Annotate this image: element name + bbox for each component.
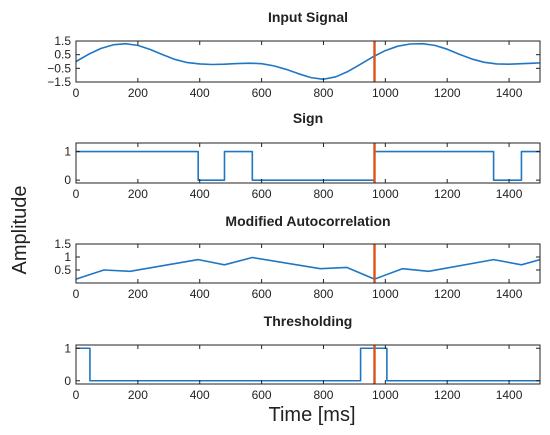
plot-frame xyxy=(75,243,541,284)
panel-1: Input Signal 0 200 400 600 800 1000 1200 1400 −1.… xyxy=(47,9,541,100)
x-tick-label: 200 xyxy=(128,287,148,301)
panel-4: Thresholding 0 200 400 600 800 1000 1200 1400 0 1 xyxy=(64,313,541,402)
series-line xyxy=(76,347,540,382)
x-tick-label: 1400 xyxy=(496,287,523,301)
x-tick-label: 400 xyxy=(190,187,210,201)
series-line xyxy=(75,42,541,81)
panel-title: Input Signal xyxy=(268,9,348,25)
panel-title: Thresholding xyxy=(264,313,353,329)
plot-frame xyxy=(75,142,541,184)
x-tick-label: 1400 xyxy=(496,388,523,402)
x-tick-label: 1000 xyxy=(372,287,399,301)
series-line xyxy=(76,150,540,181)
x-tick-label: 600 xyxy=(252,388,272,402)
x-tick-label: 600 xyxy=(252,86,272,100)
x-tick-label: 600 xyxy=(252,287,272,301)
y-tick-label: 0.5 xyxy=(54,263,71,277)
x-tick-label: 0 xyxy=(73,287,80,301)
y-axis-label: Amplitude xyxy=(9,186,31,275)
x-tick-label: 1000 xyxy=(372,187,399,201)
plot-frame xyxy=(75,344,541,385)
panel-title: Modified Autocorrelation xyxy=(225,213,390,229)
panel-3: Modified Autocorrelation 0 200 400 600 800 100… xyxy=(54,213,541,301)
x-tick-label: 400 xyxy=(190,388,210,402)
x-tick-label: 0 xyxy=(73,388,80,402)
x-tick-label: 400 xyxy=(190,287,210,301)
y-tick-label: 0.5 xyxy=(54,48,71,62)
x-tick-label: 1400 xyxy=(496,86,523,100)
x-tick-label: 200 xyxy=(128,86,148,100)
y-tick-label: 1 xyxy=(64,250,71,264)
y-tick-label: 1.5 xyxy=(54,237,71,251)
x-tick-label: 400 xyxy=(190,86,210,100)
x-tick-label: 200 xyxy=(128,187,148,201)
x-tick-label: 800 xyxy=(313,86,333,100)
x-tick-label: 1000 xyxy=(372,86,399,100)
y-tick-label: −1.5 xyxy=(47,75,71,89)
panel-2: Sign 0 200 400 600 800 1000 1200 1400 0 1 xyxy=(64,110,541,201)
x-tick-label: 800 xyxy=(313,187,333,201)
x-tick-label: 200 xyxy=(128,388,148,402)
plot-frame xyxy=(75,40,541,83)
x-tick-label: 800 xyxy=(313,287,333,301)
x-tick-label: 1000 xyxy=(372,388,399,402)
y-tick-label: 1.5 xyxy=(54,34,71,48)
y-tick-label: 1 xyxy=(64,145,71,159)
panel-title: Sign xyxy=(293,110,323,126)
y-tick-label: 1 xyxy=(64,341,71,355)
x-tick-label: 1200 xyxy=(434,187,461,201)
y-tick-label: 0 xyxy=(64,173,71,187)
x-tick-label: 0 xyxy=(73,86,80,100)
series-line xyxy=(75,256,541,280)
x-tick-label: 1200 xyxy=(434,287,461,301)
x-tick-label: 800 xyxy=(313,388,333,402)
y-tick-label: −0.5 xyxy=(47,61,71,75)
x-axis-label: Time [ms] xyxy=(268,404,355,426)
y-tick-label: 0 xyxy=(64,374,71,388)
x-tick-label: 1200 xyxy=(434,388,461,402)
x-tick-label: 600 xyxy=(252,187,272,201)
x-tick-label: 0 xyxy=(73,187,80,201)
x-tick-label: 1400 xyxy=(496,187,523,201)
x-tick-label: 1200 xyxy=(434,86,461,100)
